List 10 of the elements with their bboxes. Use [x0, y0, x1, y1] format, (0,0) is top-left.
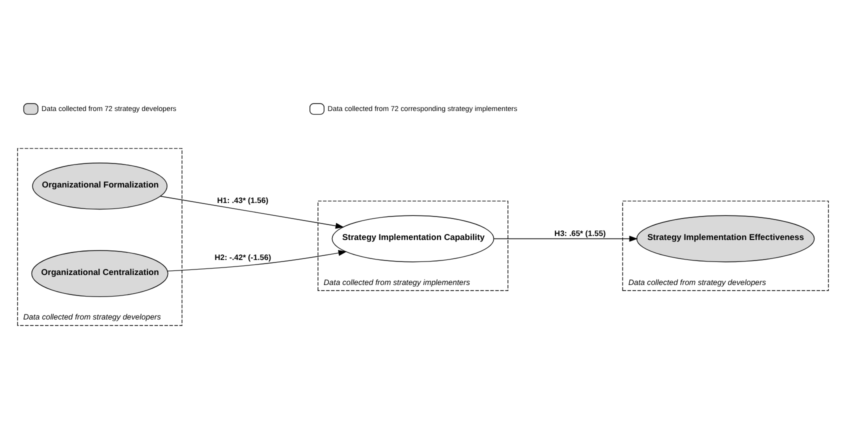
edge-label: H1: .43* (1.56)	[217, 196, 268, 205]
arrow	[167, 250, 347, 271]
node-ellipse: Strategy Implementation Capability	[332, 214, 494, 262]
edge-label: H3: .65* (1.55)	[554, 228, 606, 238]
node-ellipse: Strategy Implementation Effectiveness	[636, 214, 815, 262]
node-ellipse: Organizational Formalization	[32, 162, 168, 210]
arrow	[160, 195, 344, 228]
arrow	[493, 235, 638, 242]
edge-label: H2: -.42* (-1.56)	[214, 252, 272, 262]
node-ellipse: Organizational Centralization	[31, 250, 168, 297]
